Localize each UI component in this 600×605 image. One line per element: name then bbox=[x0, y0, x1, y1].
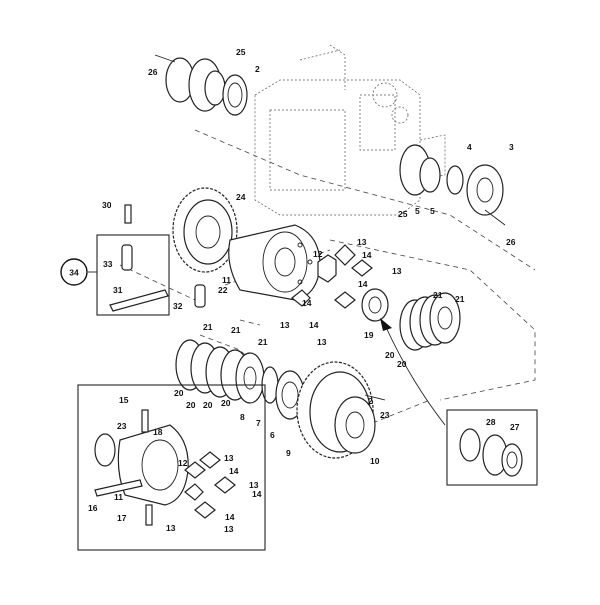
callout-label: 13 bbox=[357, 237, 367, 247]
callout-label: 17 bbox=[117, 513, 127, 523]
callout-label: 15 bbox=[119, 395, 129, 405]
callout-label: 14 bbox=[225, 512, 235, 522]
callout-label: 21 bbox=[231, 325, 241, 335]
kit-34-callout: 34 bbox=[60, 258, 88, 286]
callout-label: 4 bbox=[467, 142, 472, 152]
callout-label: 11 bbox=[114, 492, 123, 502]
clutch-pack-upper-right bbox=[399, 292, 461, 351]
callout-label: 5 bbox=[430, 206, 435, 216]
callout-label: 20 bbox=[203, 400, 213, 410]
callout-label: 12 bbox=[313, 249, 323, 259]
callout-label: 27 bbox=[510, 422, 520, 432]
callout-label: 14 bbox=[358, 279, 368, 289]
right-side-cover-assembly bbox=[399, 144, 506, 226]
callout-label: 23 bbox=[117, 421, 127, 431]
callout-label: 13 bbox=[280, 320, 290, 330]
kit-34-label: 34 bbox=[69, 268, 79, 278]
callout-label: 21 bbox=[433, 290, 443, 300]
callout-label: 14 bbox=[252, 489, 262, 499]
callout-label: 11 bbox=[222, 275, 231, 285]
callout-label: 2 bbox=[255, 64, 260, 74]
callout-label: 16 bbox=[88, 503, 98, 513]
callout-label: 13 bbox=[166, 523, 176, 533]
crown-wheel-upper bbox=[172, 187, 238, 273]
clutch-pack-left bbox=[175, 339, 305, 420]
callout-label: 30 bbox=[102, 200, 112, 210]
gearbox-housing bbox=[254, 44, 446, 216]
callout-label: 3 bbox=[509, 142, 514, 152]
callout-label: 21 bbox=[258, 337, 268, 347]
callout-label: 25 bbox=[236, 47, 246, 57]
callout-label: 33 bbox=[103, 259, 113, 269]
spider-gears-upper bbox=[291, 244, 389, 322]
callout-label: 20 bbox=[186, 400, 196, 410]
direction-arrow bbox=[380, 318, 446, 426]
callout-label: 21 bbox=[203, 322, 213, 332]
callout-label: 32 bbox=[173, 301, 183, 311]
left-side-cover-assembly bbox=[154, 54, 248, 116]
callout-label: 28 bbox=[486, 417, 496, 427]
callout-label: 13 bbox=[392, 266, 402, 276]
callout-label: 20 bbox=[385, 350, 395, 360]
callout-label: 20 bbox=[397, 359, 407, 369]
callout-label: 14 bbox=[309, 320, 319, 330]
callout-label: 8 bbox=[240, 412, 245, 422]
callout-label: 14 bbox=[302, 298, 312, 308]
callout-label: 19 bbox=[364, 330, 374, 340]
kit-34-bracket bbox=[88, 204, 206, 316]
callout-label: 22 bbox=[218, 285, 228, 295]
callout-label: 20 bbox=[221, 398, 231, 408]
callout-label: 5 bbox=[415, 206, 420, 216]
callout-label: 2 bbox=[368, 396, 373, 406]
callout-label: 13 bbox=[224, 453, 234, 463]
callout-label: 26 bbox=[506, 237, 516, 247]
callout-label: 13 bbox=[317, 337, 327, 347]
callout-label: 23 bbox=[380, 410, 390, 420]
callout-label: 20 bbox=[174, 388, 184, 398]
callout-label: 9 bbox=[286, 448, 291, 458]
inset-lower-left-box bbox=[77, 384, 266, 551]
callout-label: 18 bbox=[153, 427, 163, 437]
callout-label: 31 bbox=[113, 285, 123, 295]
differential-case-upper bbox=[228, 224, 321, 301]
callout-label: 10 bbox=[370, 456, 380, 466]
inset-lower-right-box bbox=[446, 409, 538, 486]
callout-label: 14 bbox=[229, 466, 239, 476]
callout-label: 21 bbox=[455, 294, 465, 304]
callout-labels: 26 25 2 4 3 25 5 5 26 30 24 33 31 32 11 … bbox=[88, 47, 520, 534]
callout-label: 14 bbox=[362, 250, 372, 260]
callout-label: 13 bbox=[224, 524, 234, 534]
callout-label: 24 bbox=[236, 192, 246, 202]
callout-label: 12 bbox=[178, 458, 188, 468]
crown-wheel-main bbox=[296, 361, 386, 459]
callout-label: 6 bbox=[270, 430, 275, 440]
callout-label: 26 bbox=[148, 67, 158, 77]
callout-label: 13 bbox=[249, 480, 259, 490]
callout-label: 25 bbox=[398, 209, 408, 219]
callout-label: 7 bbox=[256, 418, 261, 428]
